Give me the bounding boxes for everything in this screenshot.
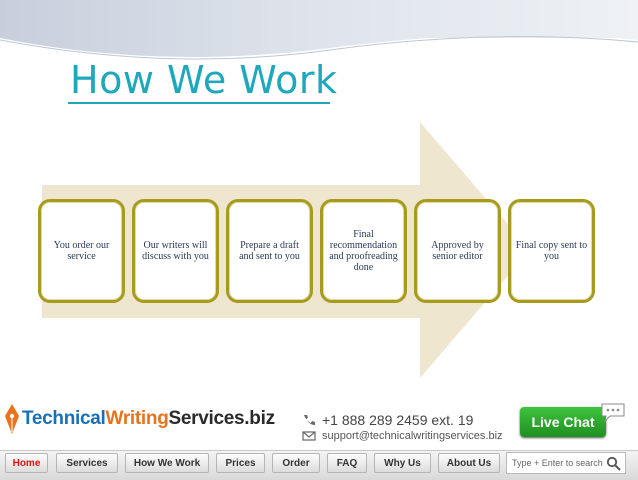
search-placeholder: Type + Enter to search (512, 458, 603, 468)
chat-bubble-icon (601, 403, 625, 422)
slide-title: How We Work (70, 58, 338, 102)
step-box-4: Final recommendation and proofreading do… (320, 199, 407, 303)
step-text: Final copy sent to you (515, 240, 588, 262)
envelope-icon (302, 431, 316, 441)
logo-text-services: Services.biz (168, 408, 276, 429)
step-box-6: Final copy sent to you (508, 199, 595, 303)
step-text: Final recommendation and proofreading do… (329, 229, 398, 273)
step-text: Approved by senior editor (431, 240, 484, 262)
search-box[interactable]: Type + Enter to search (506, 452, 626, 474)
search-icon[interactable] (606, 456, 621, 471)
nav-how-we-work[interactable]: How We Work (125, 453, 209, 473)
slide-header-band (0, 0, 638, 60)
nav-prices[interactable]: Prices (216, 453, 265, 473)
step-box-1: You order our service (38, 199, 125, 303)
title-underline (68, 102, 330, 104)
contact-phone: +1 888 289 2459 ext. 19 (302, 412, 473, 428)
step-box-5: Approved by senior editor (414, 199, 501, 303)
step-text: Prepare a draft and sent to you (239, 240, 300, 262)
phone-number: +1 888 289 2459 ext. 19 (322, 412, 474, 428)
phone-icon (304, 415, 315, 425)
nav-why-us[interactable]: Why Us (374, 453, 431, 473)
logo-text-writing: Writing (105, 408, 169, 429)
live-chat-button[interactable]: Live Chat (520, 407, 606, 437)
step-text: Our writers will discuss with you (142, 240, 209, 262)
site-logo[interactable]: TechnicalWritingServices.biz (2, 402, 275, 436)
nav-home[interactable]: Home (5, 453, 48, 473)
nav-services[interactable]: Services (56, 453, 118, 473)
nav-order[interactable]: Order (272, 453, 320, 473)
logo-text-technical: Technical (22, 408, 106, 429)
step-box-3: Prepare a draft and sent to you (226, 199, 313, 303)
nav-about-us[interactable]: About Us (438, 453, 500, 473)
nav-faq[interactable]: FAQ (327, 453, 367, 473)
pen-nib-icon (5, 404, 19, 434)
email-address: support@technicalwritingservices.biz (322, 430, 503, 442)
contact-email[interactable]: support@technicalwritingservices.biz (302, 430, 503, 442)
step-text: You order our service (53, 240, 110, 262)
step-box-2: Our writers will discuss with you (132, 199, 219, 303)
